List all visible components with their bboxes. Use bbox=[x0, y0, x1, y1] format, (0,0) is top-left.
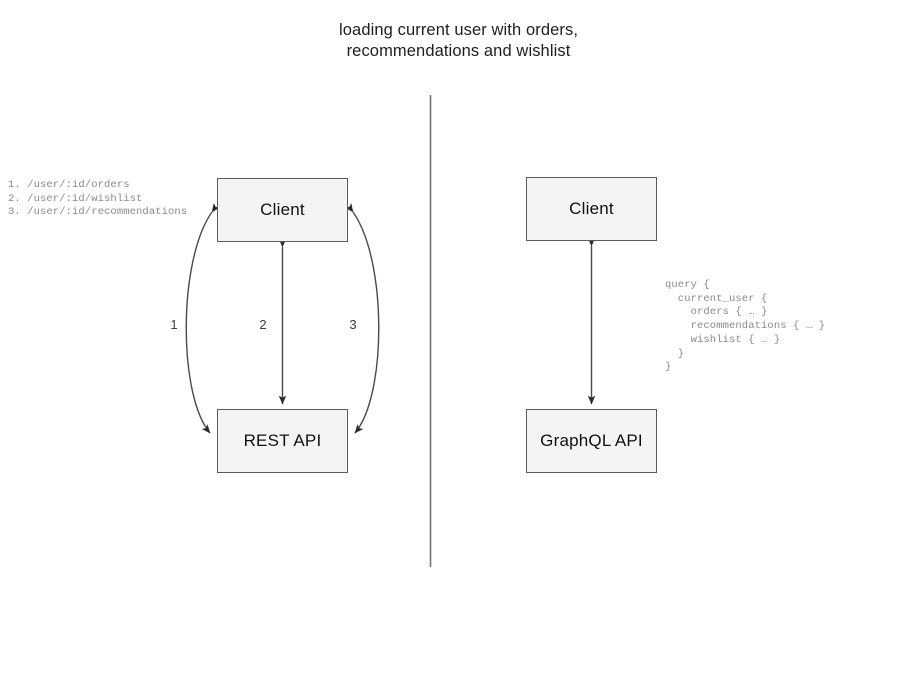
edge-label-2: 2 bbox=[259, 317, 267, 332]
node-graphql-api[interactable]: GraphQL API bbox=[526, 409, 657, 473]
rest-edge-1 bbox=[185, 202, 220, 434]
edge-label-3: 3 bbox=[349, 317, 357, 332]
node-rest-api[interactable]: REST API bbox=[217, 409, 348, 473]
node-label: REST API bbox=[243, 431, 322, 450]
rest-endpoints-annotation: 1. /user/:id/orders 2. /user/:id/wishlis… bbox=[8, 179, 188, 219]
node-label: Client bbox=[569, 199, 614, 218]
graphql-query-annotation: query { current_user { orders { … } reco… bbox=[665, 279, 826, 374]
node-client-graphql[interactable]: Client bbox=[526, 177, 657, 241]
edge-label-1: 1 bbox=[170, 317, 178, 332]
node-label: GraphQL API bbox=[540, 431, 643, 450]
node-client-rest[interactable]: Client bbox=[217, 178, 348, 242]
node-label: Client bbox=[260, 200, 305, 219]
diagram-title: loading current user with orders, recomm… bbox=[339, 21, 578, 60]
